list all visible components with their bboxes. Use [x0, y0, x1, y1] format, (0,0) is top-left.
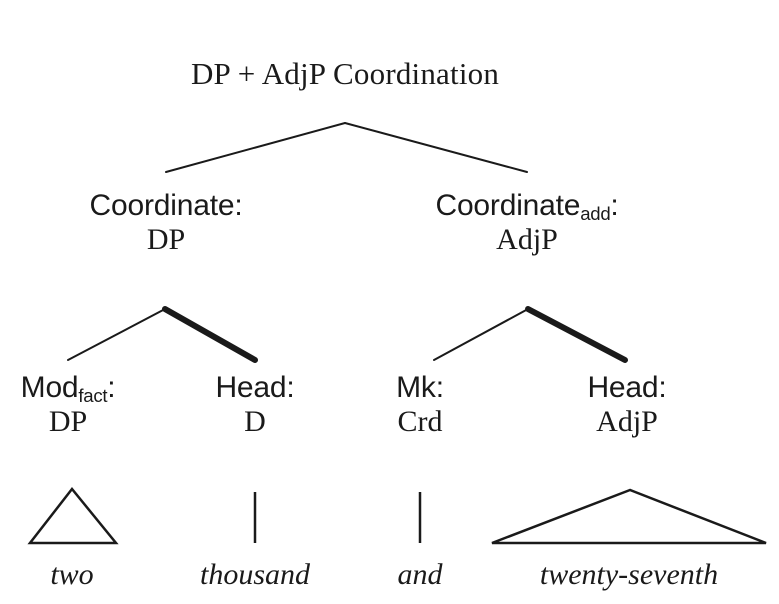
head-d-category: D	[244, 405, 266, 439]
edge-coordinate-adjp-to-head	[525, 306, 628, 363]
node-coordinate-adjp: Coordinateadd: AdjP	[435, 189, 619, 257]
node-head-d: Head: D	[215, 371, 295, 439]
coordinate-dp-colon: :	[234, 189, 243, 222]
head-adjp-category: AdjP	[596, 405, 658, 439]
coordinate-adjp-category: AdjP	[496, 223, 558, 257]
mod-fact-function-text: Mod	[20, 371, 79, 404]
mk-crd-colon: :	[435, 371, 444, 404]
mod-fact-colon: :	[107, 371, 116, 404]
terminal-word: twenty-seventh	[539, 558, 719, 591]
mk-crd-function: Mk:	[396, 371, 444, 404]
head-adjp-function-text: Head	[587, 371, 659, 404]
head-d-colon: :	[286, 371, 295, 404]
mod-fact-category: DP	[48, 405, 88, 439]
coordinate-dp-function-text: Coordinate	[89, 189, 235, 222]
node-coordinate-dp: Coordinate: DP	[89, 189, 243, 257]
root-node-label: DP + AdjP Coordination	[191, 57, 499, 90]
terminal-word: thousand	[199, 558, 311, 591]
head-d-function-text: Head	[215, 371, 287, 404]
head-adjp-function: Head:	[587, 371, 667, 404]
edge-coordinate-dp-to-head	[162, 306, 258, 363]
head-adjp-colon: :	[658, 371, 667, 404]
node-head-adjp: Head: AdjP	[587, 371, 667, 439]
node-mk-crd: Mk: Crd	[396, 371, 444, 439]
triangle-two	[27, 486, 119, 545]
terminal-word: and	[397, 558, 443, 591]
coordinate-adjp-subscript: add	[580, 203, 611, 225]
edge-root-to-coordinate-adjp	[344, 122, 528, 173]
node-mod-fact: Modfact: DP	[20, 371, 116, 439]
coordinate-adjp-function-text: Coordinate	[435, 189, 581, 222]
root-label-text: DP + AdjP Coordination	[190, 56, 500, 91]
mod-fact-function: Modfact:	[20, 371, 116, 407]
terminal-word: two	[50, 558, 94, 591]
edge-coordinate-dp-to-mod	[67, 308, 166, 361]
coordinate-adjp-function: Coordinateadd:	[435, 189, 619, 225]
coordinate-dp-function: Coordinate:	[89, 189, 243, 222]
mod-fact-subscript: fact	[78, 385, 108, 407]
coordinate-adjp-colon: :	[610, 189, 619, 222]
edge-coordinate-adjp-to-mk	[433, 308, 529, 361]
edge-root-to-coordinate-dp	[165, 122, 346, 173]
mk-crd-category: Crd	[397, 405, 443, 439]
mk-crd-function-text: Mk	[396, 371, 436, 404]
coordinate-dp-category: DP	[146, 223, 186, 257]
triangle-twenty-seventh	[491, 488, 767, 545]
head-d-function: Head:	[215, 371, 295, 404]
